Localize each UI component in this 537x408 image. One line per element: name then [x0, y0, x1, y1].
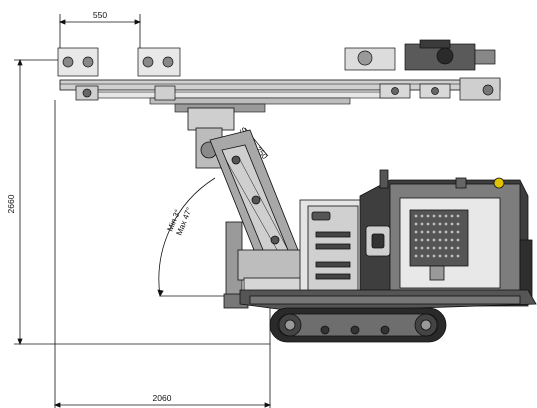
dimension-top-width: [58, 14, 142, 50]
rod-holder-left: [57, 47, 99, 101]
carrier-body: [299, 169, 533, 307]
dimension-total-height-label: 2660: [6, 194, 16, 213]
crawler-track: [269, 307, 447, 343]
dimension-top-width-label: 550: [93, 10, 107, 20]
boom-angle-arc: [157, 177, 235, 297]
dimension-total-height: [14, 58, 270, 346]
engine-grille: [414, 214, 460, 258]
boom-arm: [209, 129, 303, 271]
rod-holder-mid: [137, 47, 181, 101]
chassis-frame: [239, 289, 537, 313]
dimension-reach: [53, 100, 272, 408]
rock-drill: [344, 39, 501, 101]
dimension-reach-label: 2060: [153, 393, 172, 403]
